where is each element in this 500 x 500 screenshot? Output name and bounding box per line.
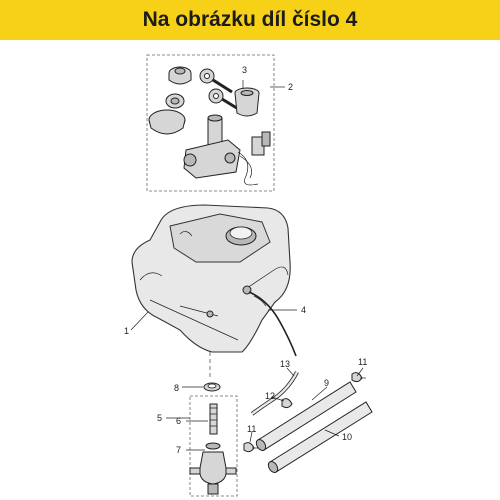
fuel-cap-lid	[148, 93, 186, 135]
clip-part-12	[281, 398, 293, 409]
title-banner: Na obrázku díl číslo 4	[0, 0, 500, 40]
callout-8: 8	[174, 383, 179, 393]
callout-7: 7	[176, 445, 181, 455]
fuel-cap-small	[168, 66, 192, 85]
fuel-sensor-wire-part-4	[242, 285, 297, 357]
callout-10: 10	[342, 432, 352, 442]
fuel-cock-group	[189, 395, 238, 497]
fuel-cock-body	[189, 451, 237, 495]
callout-12: 12	[265, 391, 275, 401]
keys	[199, 68, 241, 112]
callout-6: 6	[176, 416, 181, 426]
callout-13: 13	[280, 359, 290, 369]
clip-part-11-lower	[243, 442, 258, 453]
parts-diagram: 3 2 1 4 8 5 6 7 13 12 9 11 10 11	[124, 54, 373, 497]
lock-cylinder-part-3	[234, 87, 260, 117]
fuel-tank-part-1	[131, 204, 291, 353]
lock-set-box	[146, 54, 275, 192]
callout-1: 1	[124, 326, 129, 336]
callout-3: 3	[242, 65, 247, 75]
filter-part-6	[209, 403, 218, 435]
hose-part-10	[267, 401, 373, 474]
fuel-cock-box	[189, 395, 238, 497]
callout-11-lower: 11	[247, 424, 256, 434]
o-ring-part-7	[205, 442, 221, 450]
hose-part-13	[250, 371, 299, 416]
leader-lines	[130, 309, 364, 451]
callout-4: 4	[301, 305, 306, 315]
callout-2: 2	[288, 82, 293, 92]
clip-part-11-upper	[351, 372, 366, 383]
callout-5: 5	[157, 413, 162, 423]
banner-title: Na obrázku díl číslo 4	[142, 8, 358, 31]
callout-11-upper: 11	[358, 357, 367, 367]
hose-part-9	[255, 381, 357, 452]
callout-9: 9	[324, 378, 329, 388]
washer-part-8	[203, 382, 221, 392]
lock-set-group	[146, 54, 285, 192]
ignition-switch	[183, 114, 271, 186]
